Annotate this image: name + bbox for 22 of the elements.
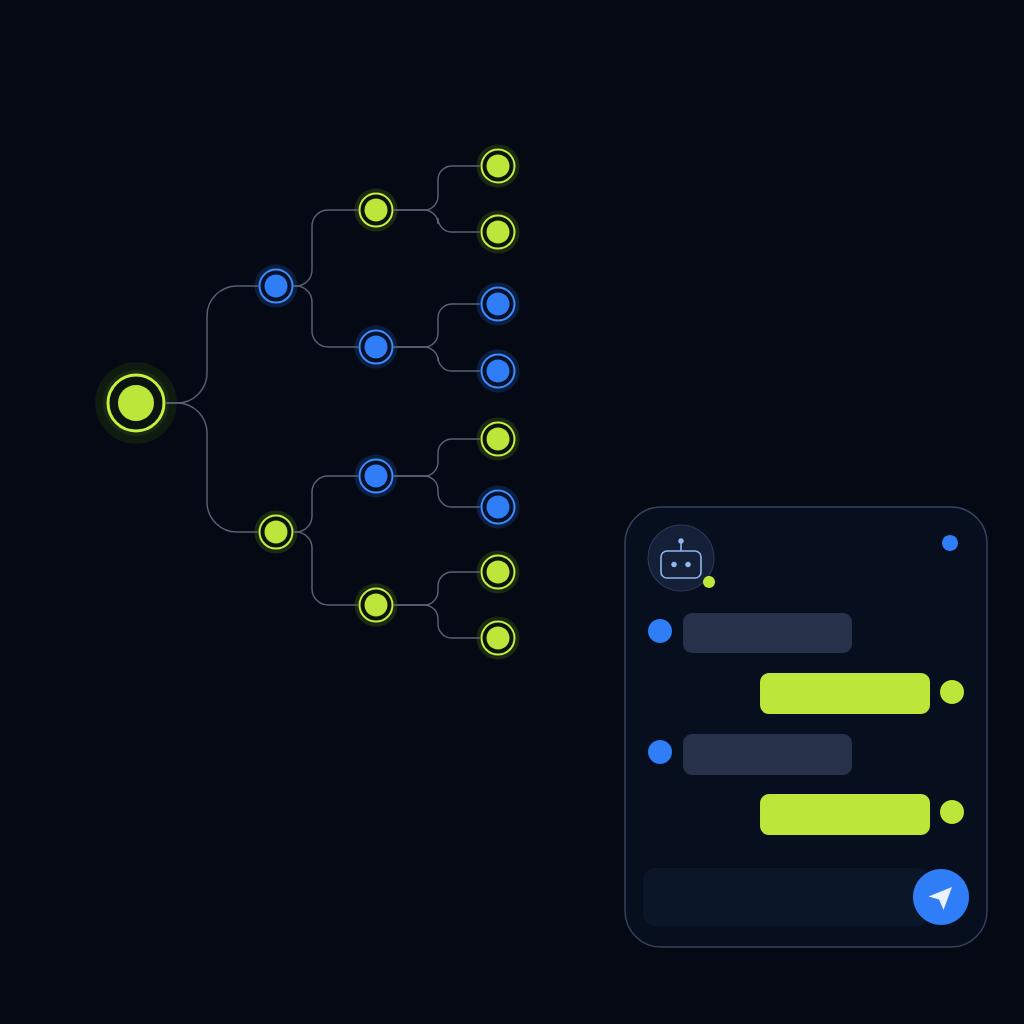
connector-line [392, 209, 482, 233]
node-circle [476, 417, 520, 461]
node-circle [95, 362, 177, 444]
node-circle [254, 510, 298, 554]
node-circle [476, 550, 520, 594]
connector-line [292, 285, 360, 348]
node-circle [476, 485, 520, 529]
node-circle [476, 616, 520, 660]
node-circle [354, 583, 398, 627]
node-circle [476, 349, 520, 393]
connector-line [392, 475, 482, 508]
node-circle [354, 188, 398, 232]
connector-line [392, 604, 482, 639]
connector-line [392, 346, 482, 372]
node-circle [476, 210, 520, 254]
node-circle [354, 454, 398, 498]
node-circle [476, 144, 520, 188]
node-circle [354, 325, 398, 369]
connector-line [292, 531, 360, 606]
connector-line [164, 402, 260, 533]
node-circle [476, 282, 520, 326]
node-circle [254, 264, 298, 308]
